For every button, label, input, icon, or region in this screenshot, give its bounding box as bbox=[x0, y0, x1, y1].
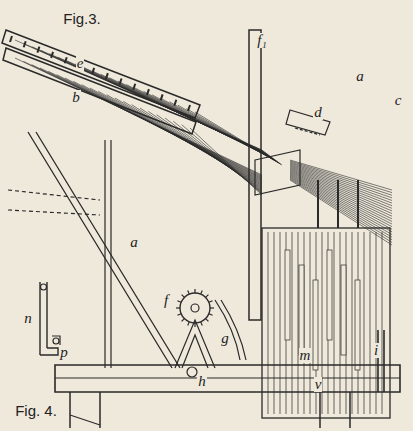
part-letter: p bbox=[59, 345, 69, 360]
part-letter: f₁ bbox=[256, 33, 267, 48]
part-letter: g bbox=[220, 331, 230, 346]
part-letter: f bbox=[163, 293, 169, 308]
figure-title: Fig.3. bbox=[62, 11, 102, 26]
part-letter: c bbox=[394, 93, 403, 108]
part-letter: a bbox=[129, 235, 139, 250]
part-letter: h bbox=[197, 374, 207, 389]
part-letter: n bbox=[23, 311, 33, 326]
part-letter: i bbox=[373, 343, 379, 358]
part-letter: d bbox=[313, 105, 323, 120]
part-letter: m bbox=[299, 348, 312, 363]
figure-title: Fig. 4. bbox=[14, 403, 58, 418]
part-letter: b bbox=[71, 90, 81, 105]
part-letter: v bbox=[314, 377, 323, 392]
part-letter: a bbox=[355, 69, 365, 84]
part-letter: e bbox=[76, 56, 85, 71]
